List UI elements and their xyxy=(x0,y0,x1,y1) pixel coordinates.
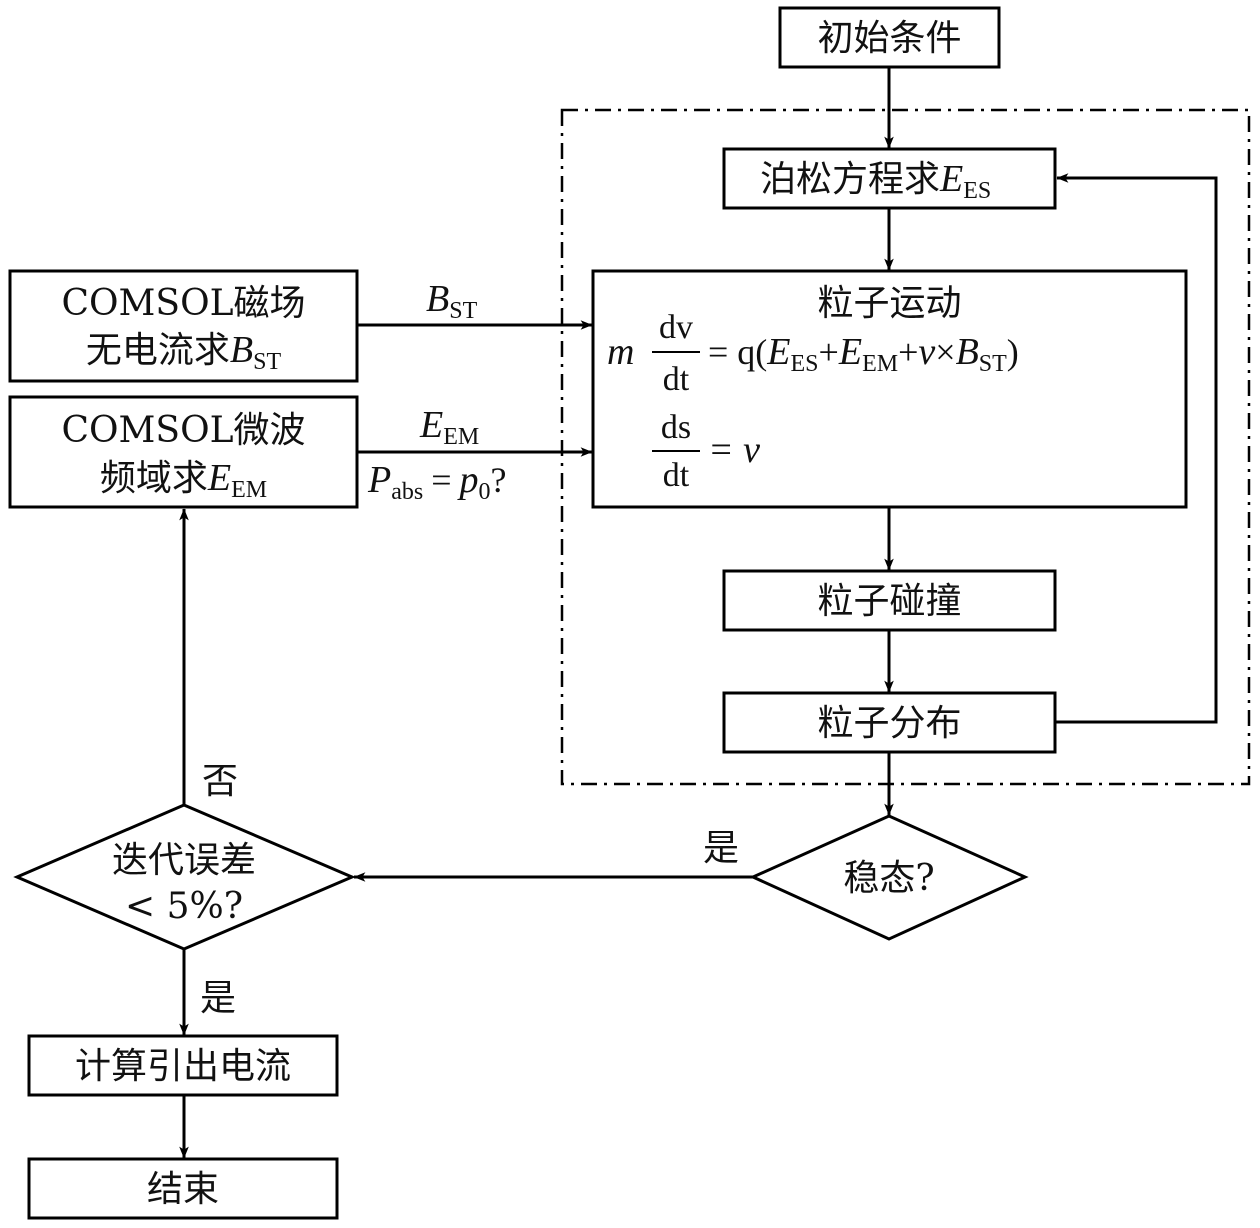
svg-text:ds: ds xyxy=(661,409,691,446)
node-compute-extracted-current[interactable]: 计算引出电流 xyxy=(27,1034,339,1097)
equation-position: ds dt = v xyxy=(652,409,760,494)
poisson-label: 泊松方程求EES xyxy=(760,158,991,204)
node-comsol-magnetic[interactable]: COMSOL磁场 无电流求BST xyxy=(8,269,359,383)
edge-label-b-st: BST xyxy=(426,278,478,324)
node-initial-conditions[interactable]: 初始条件 xyxy=(778,6,1001,69)
node-comsol-microwave[interactable]: COMSOL微波 频域求EEM xyxy=(8,395,359,509)
initial-conditions-label: 初始条件 xyxy=(817,18,961,59)
simulation-loop-region xyxy=(560,108,1251,786)
svg-text:< 5%?: < 5%? xyxy=(125,886,243,927)
svg-text:dv: dv xyxy=(659,309,693,346)
node-end[interactable]: 结束 xyxy=(27,1157,339,1220)
arrow-distribution-feedback-to-poisson xyxy=(1055,173,1218,724)
distribution-label: 粒子分布 xyxy=(817,703,961,744)
node-poisson-equation[interactable]: 泊松方程求EES xyxy=(722,147,1057,210)
edge-label-p-abs: Pabs=p0? xyxy=(367,459,507,505)
edge-label-e-em: EEM xyxy=(419,404,479,450)
equation-motion: m dv dt = q(EES+EEM+v×BST) xyxy=(607,309,1019,398)
edge-label-steady-yes: 是 xyxy=(703,828,739,869)
svg-text:= v: = v xyxy=(708,429,760,471)
svg-text:COMSOL磁场: COMSOL磁场 xyxy=(61,283,305,324)
svg-text:频域求EEM: 频域求EEM xyxy=(100,457,267,503)
node-iteration-error-decision[interactable]: 迭代误差 < 5%? xyxy=(13,803,356,951)
svg-text:计算引出电流: 计算引出电流 xyxy=(75,1046,291,1087)
svg-text:迭代误差: 迭代误差 xyxy=(112,840,256,881)
node-particle-collision[interactable]: 粒子碰撞 xyxy=(722,569,1057,632)
svg-text:无电流求BST: 无电流求BST xyxy=(86,329,282,375)
node-steady-state-decision[interactable]: 稳态? xyxy=(749,814,1029,941)
edge-label-iteration-no: 否 xyxy=(202,761,238,802)
node-particle-distribution[interactable]: 粒子分布 xyxy=(722,691,1057,754)
svg-text:m: m xyxy=(607,331,634,373)
edge-label-iteration-yes: 是 xyxy=(200,978,236,1019)
steady-state-label: 稳态? xyxy=(843,858,934,899)
node-particle-motion[interactable]: 粒子运动 m dv dt = q(EES+EEM+v×BST) ds dt = … xyxy=(591,269,1188,509)
svg-text:COMSOL微波: COMSOL微波 xyxy=(61,410,305,451)
svg-text:结束: 结束 xyxy=(147,1169,219,1210)
particle-motion-title: 粒子运动 xyxy=(817,283,961,324)
collision-label: 粒子碰撞 xyxy=(817,581,961,622)
svg-text:= q(EES+EEM+v×BST): = q(EES+EEM+v×BST) xyxy=(708,331,1019,377)
svg-text:dt: dt xyxy=(663,457,690,494)
svg-text:dt: dt xyxy=(663,361,690,398)
